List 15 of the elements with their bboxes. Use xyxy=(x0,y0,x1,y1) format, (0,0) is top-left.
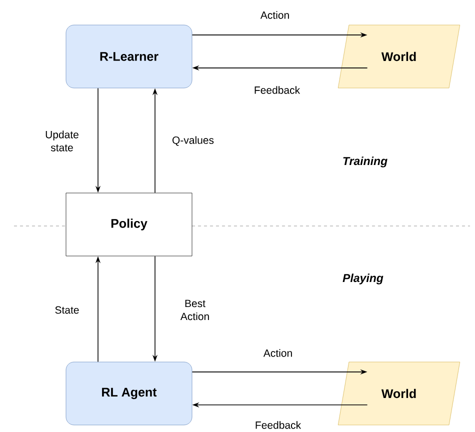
data-parallelogram: World xyxy=(338,362,460,426)
data-parallelogram: World xyxy=(338,24,460,88)
edge-label: Feedback xyxy=(254,86,300,94)
phase-label: Training xyxy=(343,156,388,168)
phase-label: Playing xyxy=(342,274,384,284)
edge-label: Update state xyxy=(46,130,78,152)
edge-label: Feedback xyxy=(256,421,302,429)
process-box: R-Learner xyxy=(66,24,192,88)
edge-label: Action xyxy=(263,349,292,357)
edge-label: Q-values xyxy=(172,136,214,146)
process-box: RL Agent xyxy=(66,362,192,426)
process-box: Policy xyxy=(66,192,192,256)
edge-label: Best Action xyxy=(180,300,209,320)
edge-label: State xyxy=(55,306,79,314)
edge-label: Action xyxy=(260,11,289,19)
